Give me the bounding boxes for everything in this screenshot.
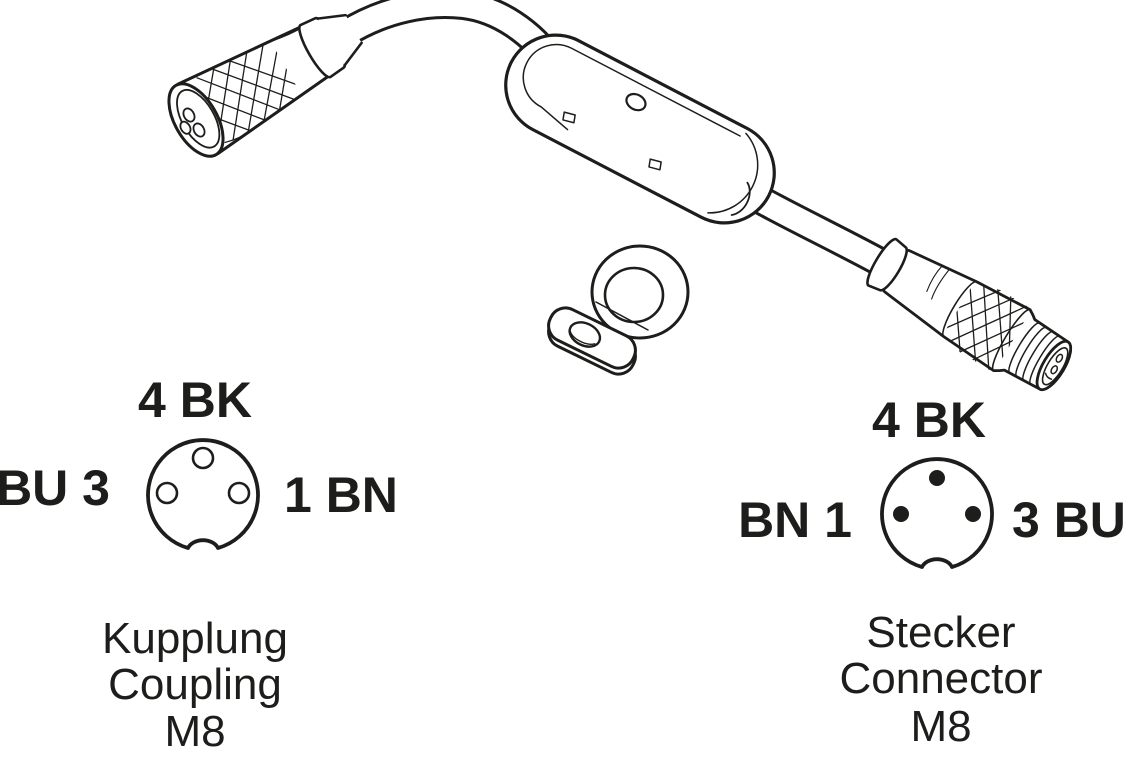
thread-line [1022, 330, 1054, 382]
male-knurl-pattern [939, 279, 1032, 373]
thread-line [1029, 335, 1061, 386]
connector-caption-size: M8 [910, 702, 971, 751]
connector-pin-4 [929, 470, 945, 486]
connector-pin-diagram [880, 457, 994, 569]
coupling-caption-en: Coupling [108, 660, 282, 709]
cable-clamp-drawing [547, 244, 690, 376]
thread-line [1015, 326, 1048, 378]
connector-pin-1 [893, 506, 909, 522]
coupling-pin-1 [227, 481, 251, 505]
connector-caption-de: Stecker [866, 608, 1015, 657]
coupling-pin-left-label: BU 3 [0, 460, 110, 516]
coupling-pin-3 [155, 481, 179, 505]
connector-caption-en: Connector [839, 654, 1042, 703]
connector-pin-3 [965, 506, 981, 522]
connector-pin-top-label: 4 BK [872, 392, 986, 448]
clamp-mounting-hole [568, 321, 602, 348]
male-connector-drawing [866, 237, 1073, 392]
connector-pin-right-label: 3 BU [1012, 492, 1126, 548]
module-slot-2 [648, 158, 662, 171]
module-indicator-hole [625, 92, 647, 112]
coupling-caption-size: M8 [164, 707, 225, 756]
thread-line [1008, 322, 1041, 374]
inline-module-drawing [504, 33, 776, 225]
coupling-face [167, 82, 225, 158]
coupling-pin-top-label: 4 BK [138, 372, 252, 428]
coupling-connector-drawing [167, 13, 363, 158]
male-collar-ring [866, 237, 909, 292]
coupling-caption-de: Kupplung [102, 614, 288, 663]
coupling-pin-diagram [146, 438, 260, 550]
module-slot-1 [562, 111, 576, 124]
coupling-pin-4 [191, 446, 215, 470]
coupling-pin-right-label: 1 BN [284, 467, 398, 523]
connector-pin-left-label: BN 1 [738, 492, 852, 548]
